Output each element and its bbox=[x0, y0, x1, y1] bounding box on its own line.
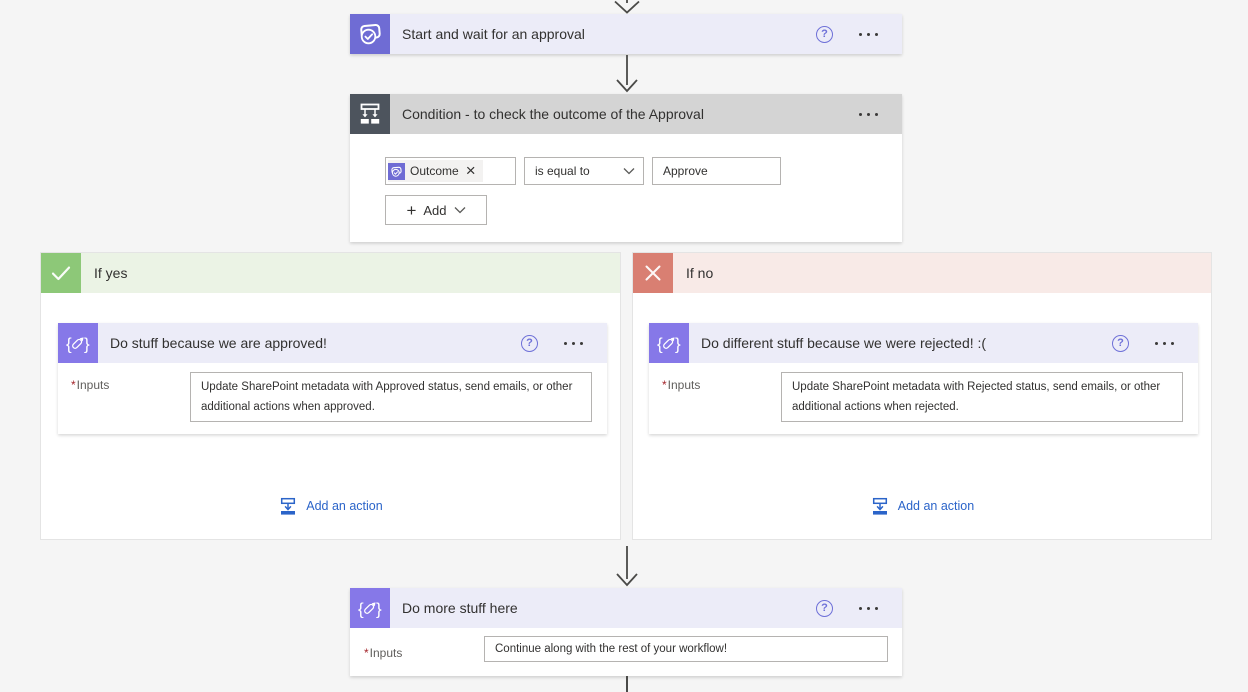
add-action-icon bbox=[281, 497, 296, 515]
branch-label: If yes bbox=[94, 265, 128, 281]
menu-ellipsis-icon[interactable] bbox=[857, 603, 880, 614]
svg-text:}: } bbox=[675, 335, 681, 354]
svg-text:{: { bbox=[66, 335, 72, 354]
help-icon[interactable]: ? bbox=[521, 334, 538, 352]
remove-token-icon[interactable]: × bbox=[465, 161, 476, 180]
action-title: Do different stuff because we were rejec… bbox=[701, 335, 987, 351]
menu-ellipsis-icon[interactable] bbox=[1153, 338, 1176, 349]
approved-action-card: { } Do stuff because we are approved! ? … bbox=[58, 323, 607, 434]
required-asterisk: * bbox=[662, 378, 667, 392]
condition-header[interactable]: Condition - to check the outcome of the … bbox=[350, 94, 902, 134]
connector-line-bottom bbox=[626, 676, 628, 692]
token-label: Outcome bbox=[410, 164, 459, 178]
inputs-field[interactable]: Update SharePoint metadata with Rejected… bbox=[781, 372, 1183, 422]
compose-icon: { } bbox=[649, 323, 689, 363]
chevron-down-icon bbox=[454, 207, 465, 214]
condition-value-input[interactable] bbox=[652, 157, 781, 185]
condition-operand-field[interactable]: Outcome × bbox=[385, 157, 516, 185]
required-asterisk: * bbox=[71, 378, 76, 392]
if-yes-header: If yes bbox=[41, 253, 620, 293]
checkmark-icon bbox=[41, 253, 81, 293]
inputs-field[interactable] bbox=[484, 636, 888, 662]
action-title: Do more stuff here bbox=[402, 600, 518, 616]
connector-arrow-1 bbox=[616, 55, 638, 93]
help-icon[interactable]: ? bbox=[1112, 334, 1129, 352]
required-asterisk: * bbox=[364, 646, 369, 660]
if-yes-branch: If yes { } Do stuff because we are appro… bbox=[40, 252, 621, 540]
add-an-action-label: Add an action bbox=[306, 499, 383, 513]
help-icon[interactable]: ? bbox=[816, 599, 833, 617]
condition-card: Condition - to check the outcome of the … bbox=[350, 94, 902, 242]
do-more-body: *Inputs bbox=[350, 628, 902, 676]
add-button-label: Add bbox=[423, 202, 447, 218]
branch-label: If no bbox=[686, 265, 714, 281]
connector-arrow-top bbox=[614, 0, 640, 14]
compose-icon: { } bbox=[58, 323, 98, 363]
do-more-card: { } Do more stuff here ? *Inputs bbox=[350, 588, 902, 676]
connector-arrow-2 bbox=[616, 546, 638, 587]
rejected-action-header[interactable]: { } Do different stuff because we were r… bbox=[649, 323, 1198, 363]
approvals-icon bbox=[388, 162, 405, 180]
approved-action-header[interactable]: { } Do stuff because we are approved! ? bbox=[58, 323, 607, 363]
operator-select[interactable]: is equal to bbox=[524, 157, 644, 185]
add-an-action-link[interactable]: Add an action bbox=[41, 495, 620, 517]
svg-text:}: } bbox=[84, 335, 90, 354]
outcome-token-chip[interactable]: Outcome × bbox=[388, 160, 483, 182]
do-more-header[interactable]: { } Do more stuff here ? bbox=[350, 588, 902, 628]
svg-text:{: { bbox=[358, 600, 364, 619]
menu-ellipsis-icon[interactable] bbox=[857, 109, 880, 120]
condition-add-button[interactable]: + Add bbox=[385, 195, 487, 225]
inputs-label: *Inputs bbox=[71, 378, 110, 392]
chevron-down-icon bbox=[623, 168, 635, 175]
approvals-icon bbox=[350, 14, 390, 54]
condition-title: Condition - to check the outcome of the … bbox=[402, 106, 704, 122]
help-icon[interactable]: ? bbox=[816, 25, 833, 43]
if-no-branch: If no { } Do different stuff because we … bbox=[632, 252, 1212, 540]
approved-action-body: *Inputs Update SharePoint metadata with … bbox=[58, 363, 607, 434]
operator-value: is equal to bbox=[535, 164, 590, 178]
add-an-action-label: Add an action bbox=[897, 499, 975, 513]
approval-action-card[interactable]: Start and wait for an approval ? bbox=[350, 14, 902, 54]
rejected-action-card: { } Do different stuff because we were r… bbox=[649, 323, 1198, 434]
action-title: Do stuff because we are approved! bbox=[110, 335, 327, 351]
menu-ellipsis-icon[interactable] bbox=[857, 29, 880, 40]
x-icon bbox=[633, 253, 673, 293]
inputs-field[interactable]: Update SharePoint metadata with Approved… bbox=[190, 372, 592, 422]
action-title: Start and wait for an approval bbox=[402, 26, 585, 42]
add-action-icon bbox=[872, 497, 887, 515]
menu-ellipsis-icon[interactable] bbox=[562, 338, 585, 349]
svg-text:{: { bbox=[657, 335, 663, 354]
svg-text:}: } bbox=[376, 600, 382, 619]
inputs-label: *Inputs bbox=[364, 646, 403, 660]
rejected-action-body: *Inputs Update SharePoint metadata with … bbox=[649, 363, 1198, 434]
add-an-action-link[interactable]: Add an action bbox=[633, 495, 1211, 517]
condition-icon bbox=[350, 94, 390, 134]
condition-body: Outcome × is equal to + Add bbox=[350, 134, 902, 242]
compose-icon: { } bbox=[350, 588, 390, 628]
plus-icon: + bbox=[406, 200, 417, 220]
inputs-label: *Inputs bbox=[662, 378, 701, 392]
if-no-header: If no bbox=[633, 253, 1211, 293]
